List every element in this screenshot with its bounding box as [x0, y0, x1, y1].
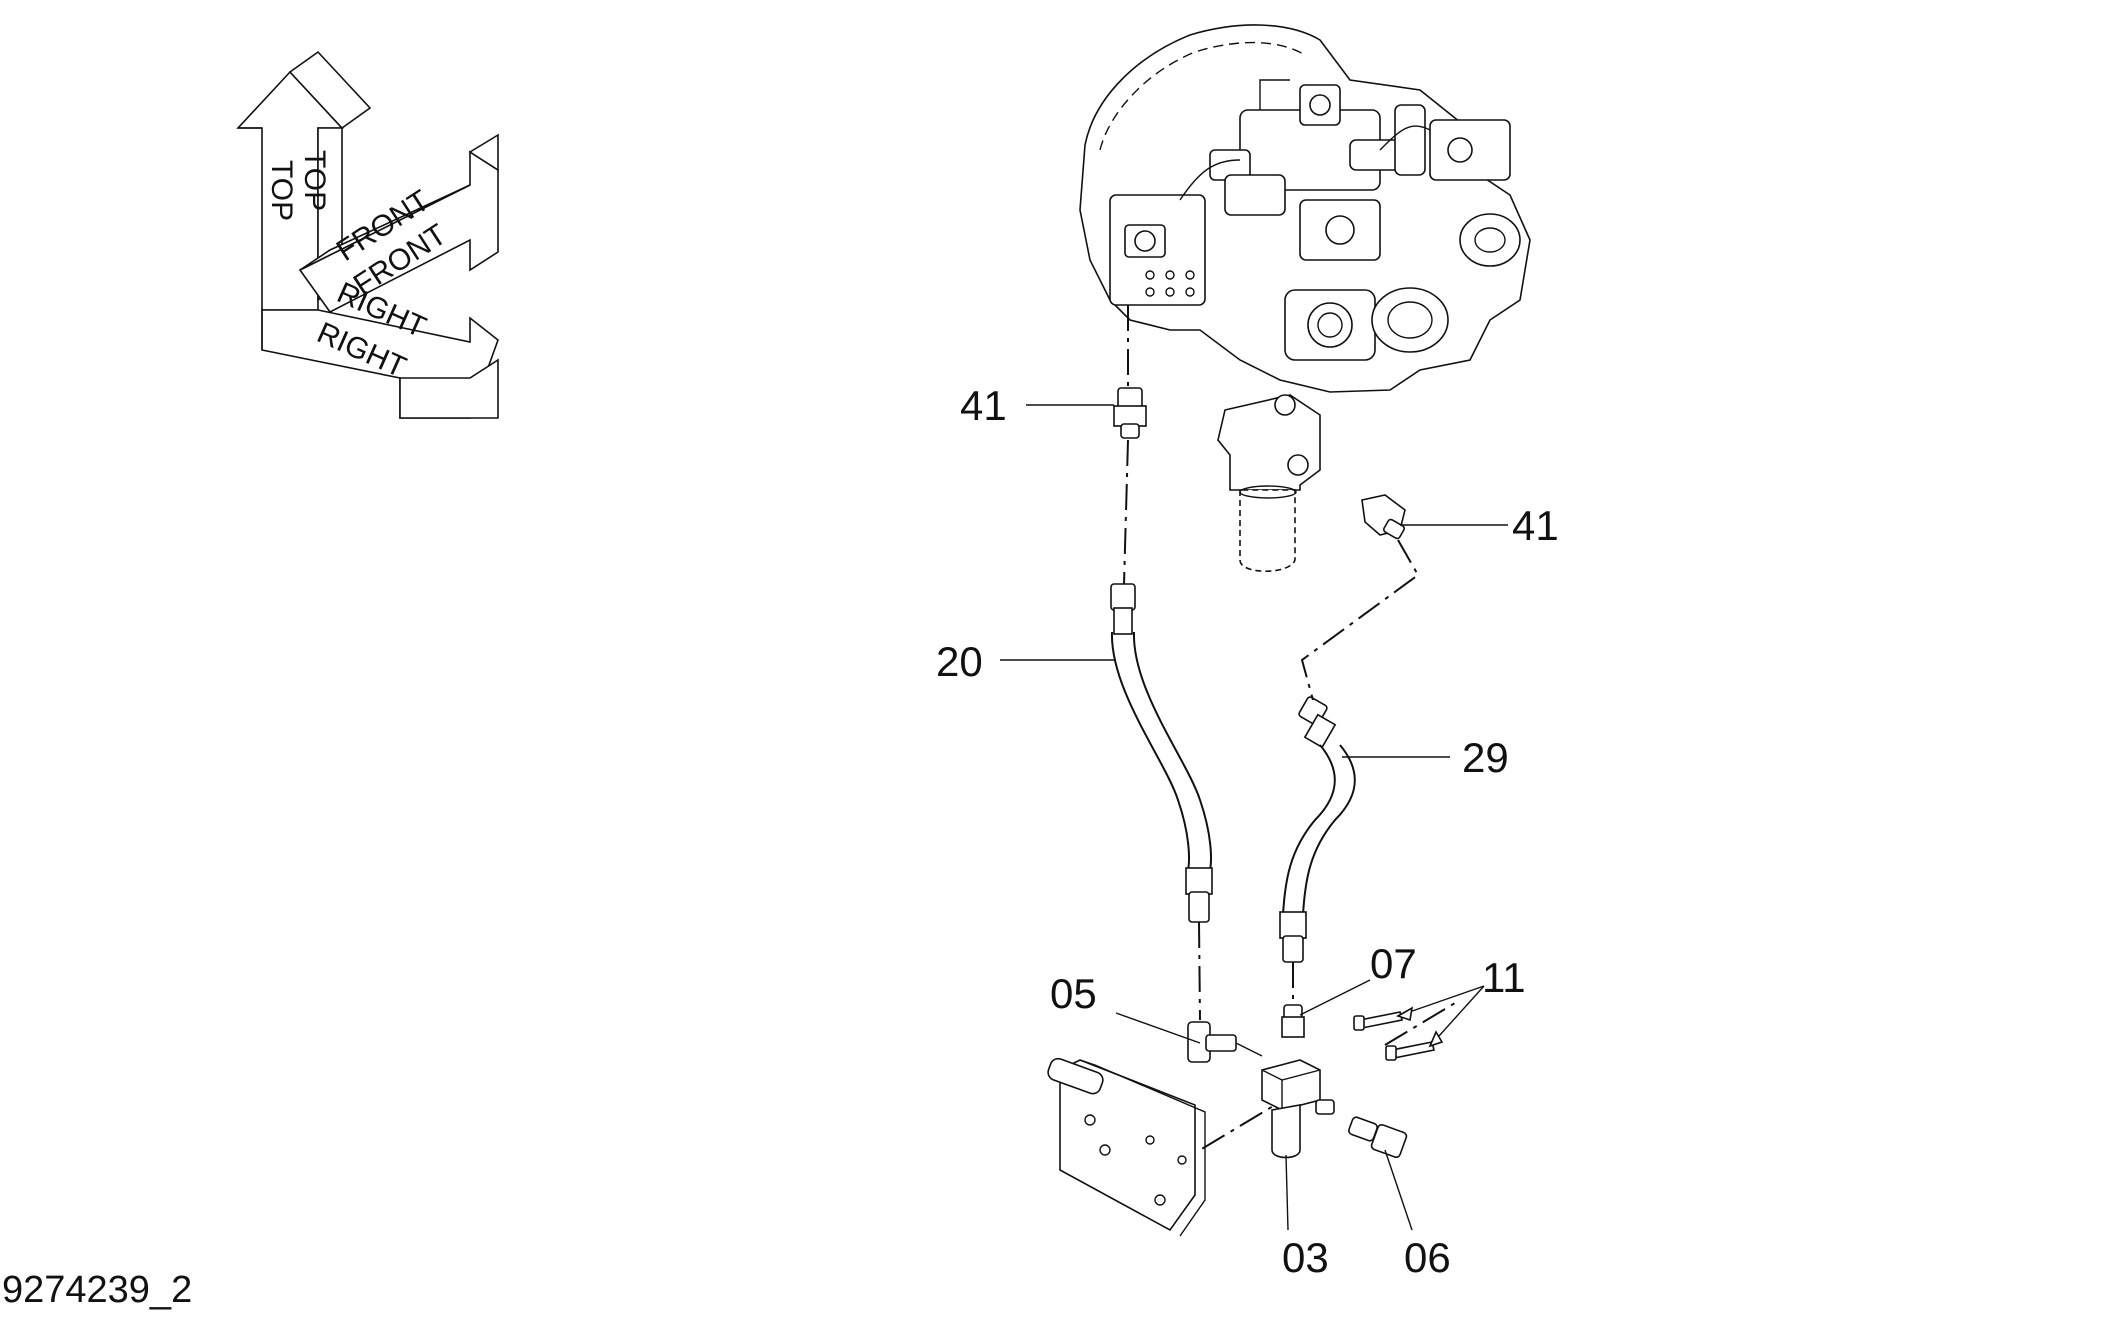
- callout-41-right: 41: [1512, 502, 1559, 549]
- callout-06: 06: [1404, 1234, 1451, 1281]
- callout-05: 05: [1050, 970, 1097, 1017]
- manifold-03: [1261, 1059, 1335, 1159]
- drawing-id: 9274239_2: [2, 1269, 192, 1311]
- hose-20: [1110, 583, 1213, 923]
- fitting-41-right: [1361, 494, 1406, 540]
- leader-lines: [1000, 404, 1508, 1231]
- sensor-06: [1348, 1116, 1408, 1159]
- callout-41-upper: 41: [960, 382, 1007, 429]
- filter-housing: [1217, 394, 1321, 572]
- bolts-11: [1353, 1011, 1435, 1061]
- callout-03: 03: [1282, 1234, 1329, 1281]
- callout-29: 29: [1462, 734, 1509, 781]
- callout-20: 20: [936, 638, 983, 685]
- top-arrow: TOP TOP: [236, 50, 372, 311]
- orientation-indicator: TOP TOP FRONT FRONT RIGHT RIGHT: [236, 50, 499, 419]
- top-label-1: TOP: [265, 160, 298, 221]
- fitting-41-upper: [1113, 387, 1147, 439]
- mounting-bracket: [1047, 1057, 1206, 1237]
- callout-numbers: 41 41 20 29 05 07 11 03 06: [936, 382, 1559, 1281]
- valve-bolts: [1145, 270, 1195, 297]
- hose-29: [1279, 696, 1356, 963]
- fitting-07: [1281, 1004, 1305, 1038]
- transmission-housing: [1079, 24, 1531, 393]
- callout-07: 07: [1370, 940, 1417, 987]
- callout-11: 11: [1482, 954, 1526, 1001]
- top-label-2: TOP: [298, 150, 331, 211]
